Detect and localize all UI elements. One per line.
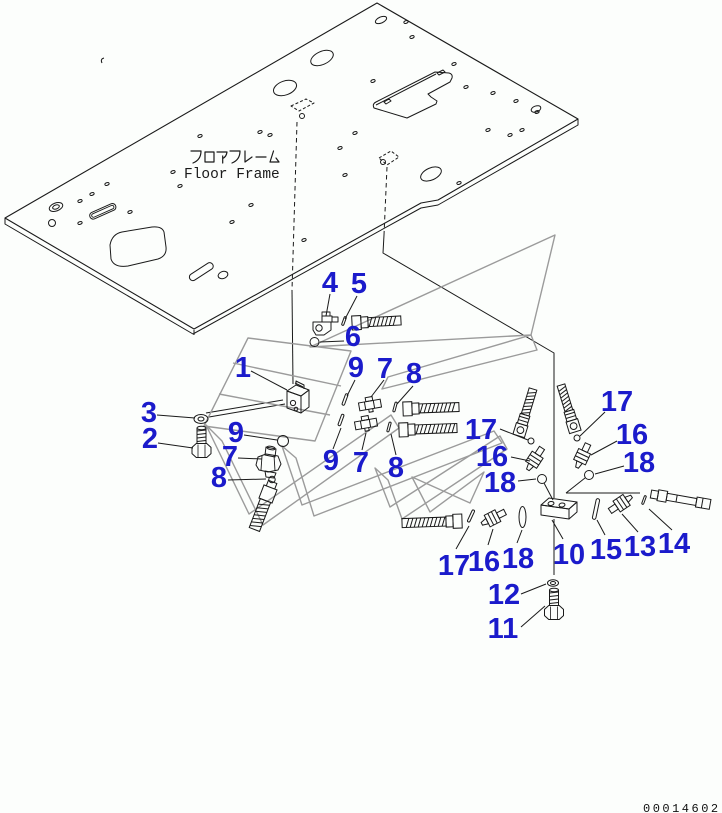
svg-text:8: 8 bbox=[406, 358, 422, 390]
svg-text:17: 17 bbox=[601, 386, 633, 418]
svg-text:12: 12 bbox=[488, 579, 520, 611]
svg-text:6: 6 bbox=[345, 321, 361, 353]
svg-text:3: 3 bbox=[141, 397, 157, 429]
svg-text:Floor Frame: Floor Frame bbox=[184, 167, 280, 183]
svg-text:5: 5 bbox=[351, 268, 367, 300]
svg-text:1: 1 bbox=[235, 352, 251, 384]
svg-text:00014602: 00014602 bbox=[643, 802, 721, 813]
svg-text:4: 4 bbox=[322, 267, 338, 299]
svg-text:16: 16 bbox=[476, 441, 508, 473]
svg-text:7: 7 bbox=[222, 441, 238, 473]
svg-text:8: 8 bbox=[211, 462, 227, 494]
svg-text:2: 2 bbox=[142, 423, 158, 455]
svg-text:11: 11 bbox=[488, 613, 519, 645]
svg-text:7: 7 bbox=[377, 353, 393, 385]
svg-text:9: 9 bbox=[228, 417, 244, 449]
svg-text:16: 16 bbox=[616, 419, 648, 451]
svg-text:17: 17 bbox=[438, 550, 470, 582]
svg-text:7: 7 bbox=[353, 447, 369, 479]
svg-text:9: 9 bbox=[348, 352, 364, 384]
svg-text:9: 9 bbox=[323, 445, 339, 477]
svg-text:18: 18 bbox=[484, 467, 516, 499]
svg-text:18: 18 bbox=[502, 543, 534, 575]
svg-text:8: 8 bbox=[388, 452, 404, 484]
svg-text:17: 17 bbox=[465, 414, 497, 446]
svg-text:18: 18 bbox=[623, 447, 655, 479]
svg-text:10: 10 bbox=[553, 539, 585, 571]
svg-text:14: 14 bbox=[658, 528, 690, 560]
svg-text:13: 13 bbox=[624, 531, 656, 563]
svg-text:16: 16 bbox=[468, 546, 500, 578]
svg-text:15: 15 bbox=[590, 534, 622, 566]
